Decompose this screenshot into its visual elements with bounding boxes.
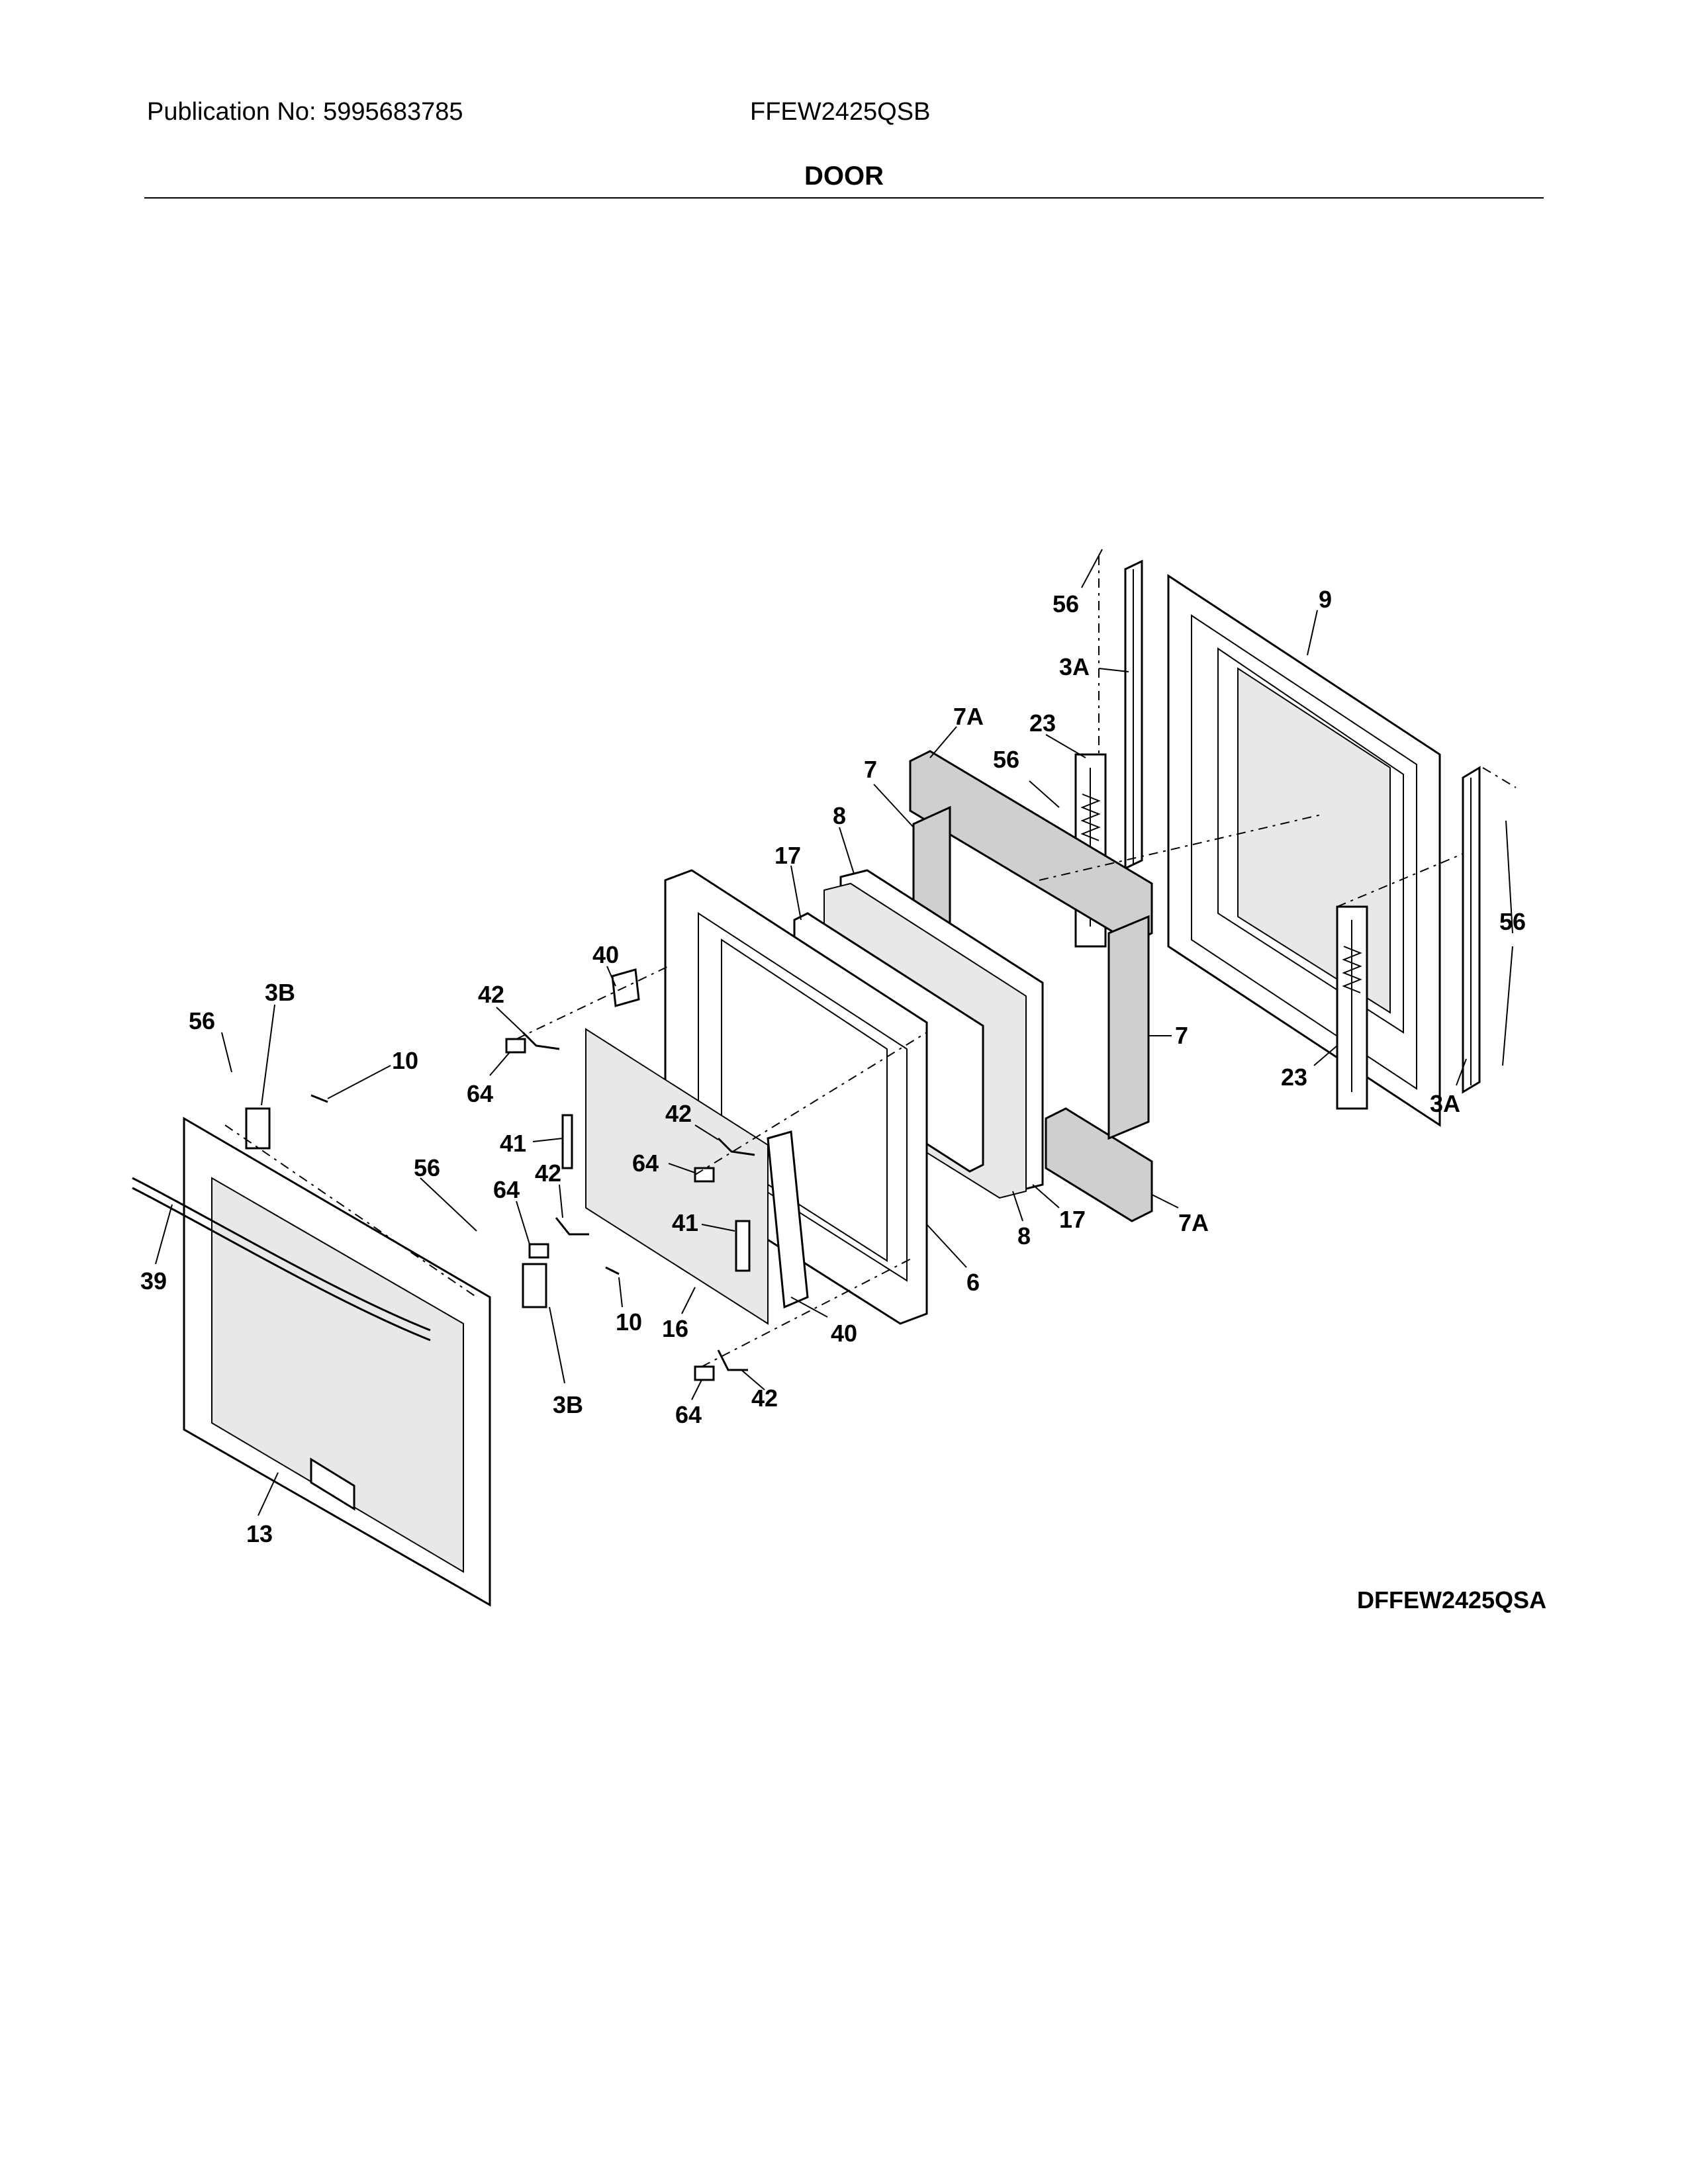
callout-3b-left: 3B bbox=[265, 979, 295, 1006]
callout-10-bottom: 10 bbox=[616, 1308, 642, 1336]
callout-64-mid: 64 bbox=[632, 1150, 659, 1177]
door-side-channel-right bbox=[1462, 766, 1481, 1094]
diagram-code: DFFEW2425QSA bbox=[1357, 1586, 1547, 1614]
callout-16: 16 bbox=[662, 1315, 688, 1342]
callout-42-bottom: 42 bbox=[751, 1385, 778, 1412]
callout-56-right: 56 bbox=[1499, 908, 1526, 935]
callout-41-mid: 41 bbox=[672, 1209, 698, 1236]
door-handle bbox=[132, 1177, 431, 1332]
callout-3a-right: 3A bbox=[1430, 1090, 1460, 1117]
inner-glass bbox=[585, 1028, 769, 1325]
callout-17-top: 17 bbox=[774, 842, 801, 869]
clip-42-lowmid bbox=[555, 1217, 589, 1236]
callout-56-handle: 56 bbox=[414, 1154, 440, 1181]
inner-door-liner bbox=[1167, 574, 1441, 1127]
callout-56-mid: 56 bbox=[993, 746, 1019, 773]
callout-17-bottom: 17 bbox=[1059, 1206, 1086, 1233]
callout-23-top: 23 bbox=[1029, 709, 1056, 737]
clip-42-left bbox=[522, 1031, 560, 1050]
callout-56-left: 56 bbox=[189, 1007, 215, 1034]
callout-8-bottom: 8 bbox=[1017, 1222, 1031, 1250]
glass-support-upper bbox=[611, 968, 640, 1007]
clip-42-bottom bbox=[717, 1349, 748, 1371]
callout-10-top: 10 bbox=[392, 1047, 418, 1074]
callout-23-right: 23 bbox=[1281, 1064, 1307, 1091]
callout-3a-top: 3A bbox=[1059, 653, 1090, 680]
screw-10-bottom bbox=[605, 1266, 620, 1275]
clip-42-mid bbox=[717, 1137, 755, 1156]
alignment-lines bbox=[224, 556, 1517, 1367]
pad-64-mid bbox=[694, 1167, 715, 1183]
callout-42-left: 42 bbox=[478, 981, 504, 1008]
insulation-strip-top bbox=[909, 750, 1153, 944]
door-hinge-lower bbox=[1336, 905, 1368, 1110]
callout-64-bottom: 64 bbox=[675, 1401, 702, 1428]
callout-7-right: 7 bbox=[1175, 1022, 1188, 1049]
header-divider bbox=[144, 197, 1544, 199]
callout-42-lower: 42 bbox=[535, 1160, 561, 1187]
callout-39: 39 bbox=[140, 1267, 167, 1295]
callout-56-top: 56 bbox=[1053, 590, 1079, 617]
callout-64-left: 64 bbox=[467, 1080, 493, 1107]
insulation-strip-bottom bbox=[1045, 1107, 1153, 1222]
screw-10-top bbox=[310, 1094, 328, 1103]
callout-7a-top: 7A bbox=[953, 703, 984, 730]
section-title: DOOR bbox=[804, 161, 884, 191]
callout-42-mid: 42 bbox=[665, 1100, 692, 1127]
callout-40-top: 40 bbox=[592, 941, 619, 968]
callout-41-left: 41 bbox=[500, 1130, 526, 1157]
callout-3b-bottom: 3B bbox=[553, 1391, 583, 1418]
model-number: FFEW2425QSB bbox=[750, 98, 931, 126]
callout-8-top: 8 bbox=[833, 802, 846, 829]
pad-64-bottom bbox=[694, 1365, 715, 1381]
callout-13: 13 bbox=[246, 1520, 273, 1547]
pad-64-left bbox=[505, 1038, 526, 1054]
pad-64-lowmid bbox=[528, 1243, 549, 1259]
door-handle-edge bbox=[132, 1187, 431, 1342]
door-side-channel-left bbox=[1124, 559, 1143, 870]
outer-door-panel bbox=[183, 1116, 491, 1607]
callout-7-left: 7 bbox=[864, 756, 877, 783]
callout-40-bottom: 40 bbox=[831, 1320, 857, 1347]
end-cap-3b-bottom bbox=[522, 1263, 547, 1308]
leader-lines bbox=[155, 549, 1513, 1516]
insulation-block-right bbox=[1107, 915, 1150, 1140]
glass-clip-left bbox=[561, 1114, 573, 1169]
callout-7a-bottom: 7A bbox=[1178, 1209, 1209, 1236]
glass-support-lower bbox=[767, 1130, 809, 1309]
glass-clip-mid bbox=[735, 1220, 751, 1272]
callout-9: 9 bbox=[1319, 586, 1332, 613]
callout-6: 6 bbox=[966, 1269, 980, 1296]
callout-64-lower: 64 bbox=[493, 1176, 520, 1203]
publication-number: Publication No: 5995683785 bbox=[147, 98, 463, 126]
